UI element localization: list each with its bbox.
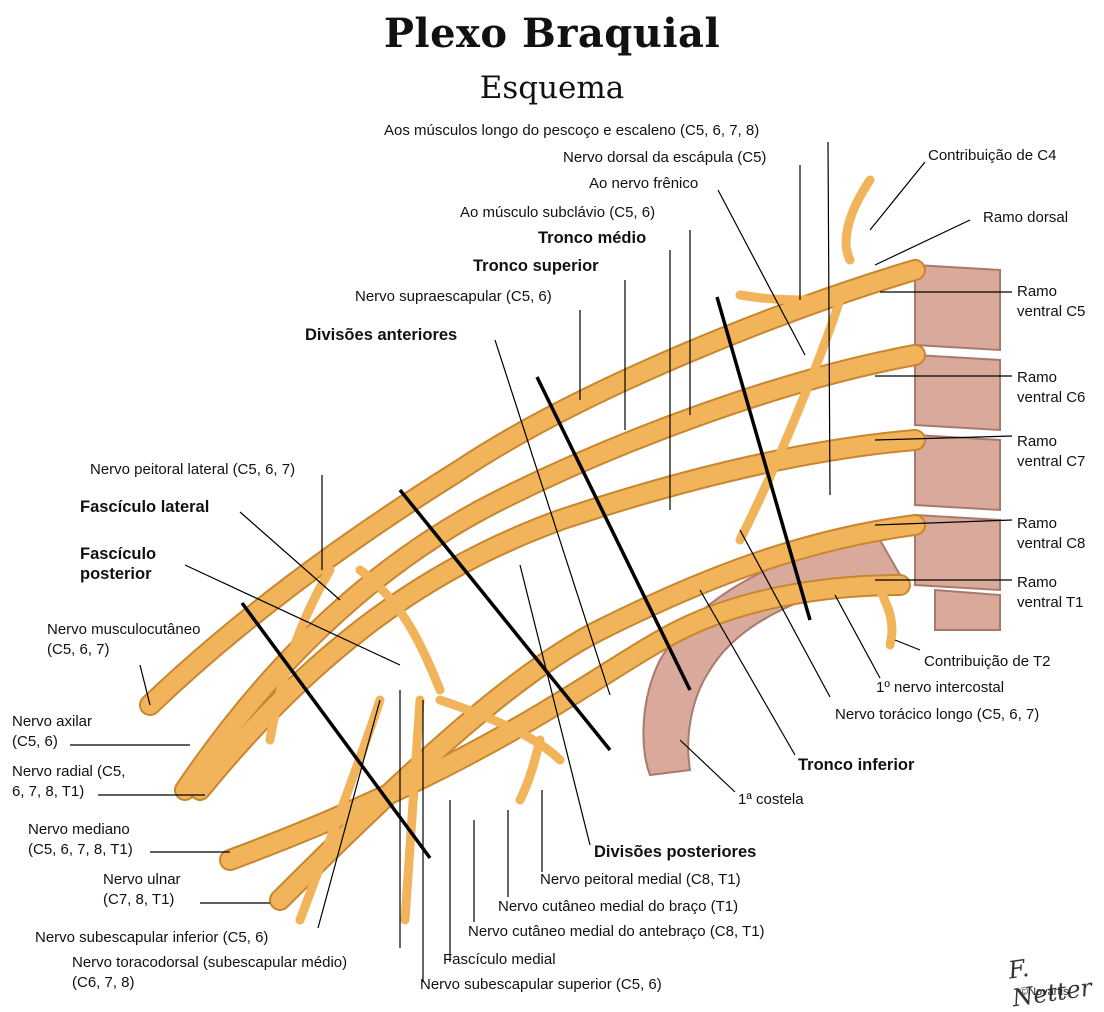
label-toracodorsal: Nervo toracodorsal (subescapular médio) … [72, 953, 347, 993]
label-cutaneo-antebraco: Nervo cutâneo medial do antebraço (C8, T… [468, 922, 765, 942]
label-toracico-longo: Nervo torácico longo (C5, 6, 7) [835, 705, 1039, 725]
label-axilar: Nervo axilar (C5, 6) [12, 712, 92, 752]
label-ramo-dorsal: Ramo dorsal [983, 208, 1068, 228]
label-fasciculo-medial: Fascículo medial [443, 950, 556, 970]
label-dorsal-escapula: Nervo dorsal da escápula (C5) [563, 148, 766, 168]
label-frenico: Ao nervo frênico [589, 174, 698, 194]
label-peitoral-medial: Nervo peitoral medial (C8, T1) [540, 870, 741, 890]
label-longo-pescoco: Aos músculos longo do pescoço e escaleno… [384, 121, 759, 141]
label-contribuicao-c4: Contribuição de C4 [928, 146, 1056, 166]
label-divisoes-posteriores: Divisões posteriores [594, 842, 756, 862]
label-ramo-c7: Ramo ventral C7 [1017, 432, 1085, 472]
label-ulnar: Nervo ulnar (C7, 8, T1) [103, 870, 181, 910]
label-contribuicao-t2: Contribuição de T2 [924, 652, 1050, 672]
label-tronco-inferior: Tronco inferior [798, 755, 914, 775]
label-ramo-t1: Ramo ventral T1 [1017, 573, 1083, 613]
vertebral-column [915, 265, 1000, 630]
copyright-notice: ©Novartis [1020, 986, 1068, 998]
label-tronco-medio: Tronco médio [538, 228, 646, 248]
label-mediano: Nervo mediano (C5, 6, 7, 8, T1) [28, 820, 133, 860]
label-fasciculo-lateral: Fascículo lateral [80, 497, 209, 517]
label-subescapular-superior: Nervo subescapular superior (C5, 6) [420, 975, 662, 995]
label-primeira-costela: 1ª costela [738, 790, 804, 810]
diagram-title: Plexo Braquial [0, 10, 1104, 57]
label-peitoral-lateral: Nervo peitoral lateral (C5, 6, 7) [90, 460, 295, 480]
label-tronco-superior: Tronco superior [473, 256, 599, 276]
label-divisoes-anteriores: Divisões anteriores [305, 325, 457, 345]
label-subescapular-inferior: Nervo subescapular inferior (C5, 6) [35, 928, 268, 948]
label-ramo-c8: Ramo ventral C8 [1017, 514, 1085, 554]
label-supraescapular: Nervo supraescapular (C5, 6) [355, 287, 552, 307]
diagram-subtitle: Esquema [0, 70, 1104, 106]
label-ramo-c5: Ramo ventral C5 [1017, 282, 1085, 322]
label-ramo-c6: Ramo ventral C6 [1017, 368, 1085, 408]
label-radial: Nervo radial (C5, 6, 7, 8, T1) [12, 762, 125, 802]
label-musculocutaneo: Nervo musculocutâneo (C5, 6, 7) [47, 620, 200, 660]
label-subclavio: Ao músculo subclávio (C5, 6) [460, 203, 655, 223]
label-cutaneo-braco: Nervo cutâneo medial do braço (T1) [498, 897, 738, 917]
label-primeiro-intercostal: 1º nervo intercostal [876, 678, 1004, 698]
label-fasciculo-posterior: Fascículo posterior [80, 544, 156, 584]
